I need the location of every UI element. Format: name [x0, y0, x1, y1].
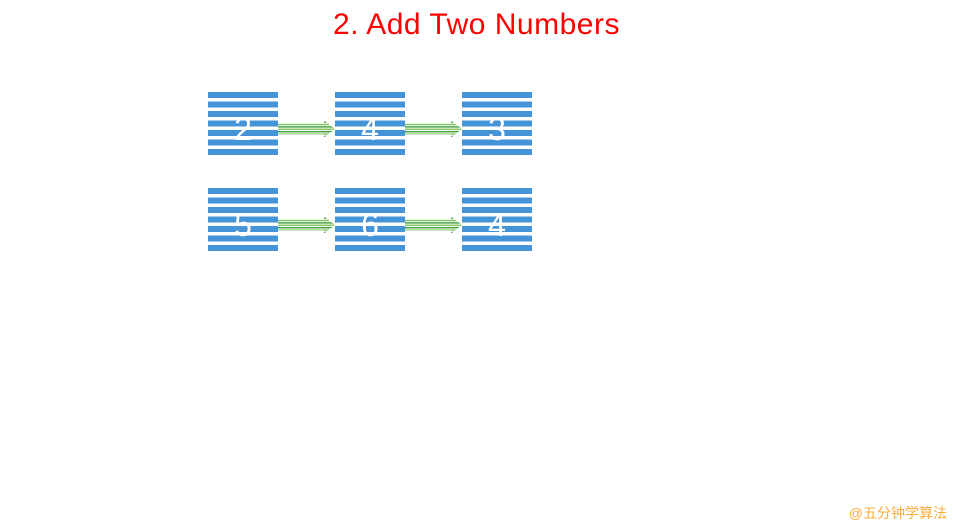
- next-arrow-icon: [405, 120, 462, 138]
- node-value: 4: [488, 207, 506, 243]
- next-arrow-icon: [278, 120, 335, 138]
- list-node: 5: [208, 188, 278, 251]
- list-node: 3: [462, 92, 532, 155]
- list-node: 4: [335, 92, 405, 155]
- next-arrow-icon: [405, 216, 462, 234]
- node-value: 2: [234, 111, 252, 147]
- next-pointer-arrow: [405, 92, 462, 155]
- linked-list-row-2: 5 6 4: [208, 188, 532, 251]
- node-value: 5: [234, 207, 252, 243]
- linked-list-row-1: 2 4 3: [208, 92, 532, 155]
- next-arrow-icon: [278, 216, 335, 234]
- next-pointer-arrow: [278, 188, 335, 251]
- node-value: 4: [361, 111, 379, 147]
- page-title: 2. Add Two Numbers: [333, 8, 620, 41]
- node-value: 6: [361, 207, 379, 243]
- node-value: 3: [488, 111, 506, 147]
- list-node: 6: [335, 188, 405, 251]
- next-pointer-arrow: [278, 92, 335, 155]
- next-pointer-arrow: [405, 188, 462, 251]
- list-node: 2: [208, 92, 278, 155]
- list-node: 4: [462, 188, 532, 251]
- watermark: @五分钟学算法: [848, 505, 947, 521]
